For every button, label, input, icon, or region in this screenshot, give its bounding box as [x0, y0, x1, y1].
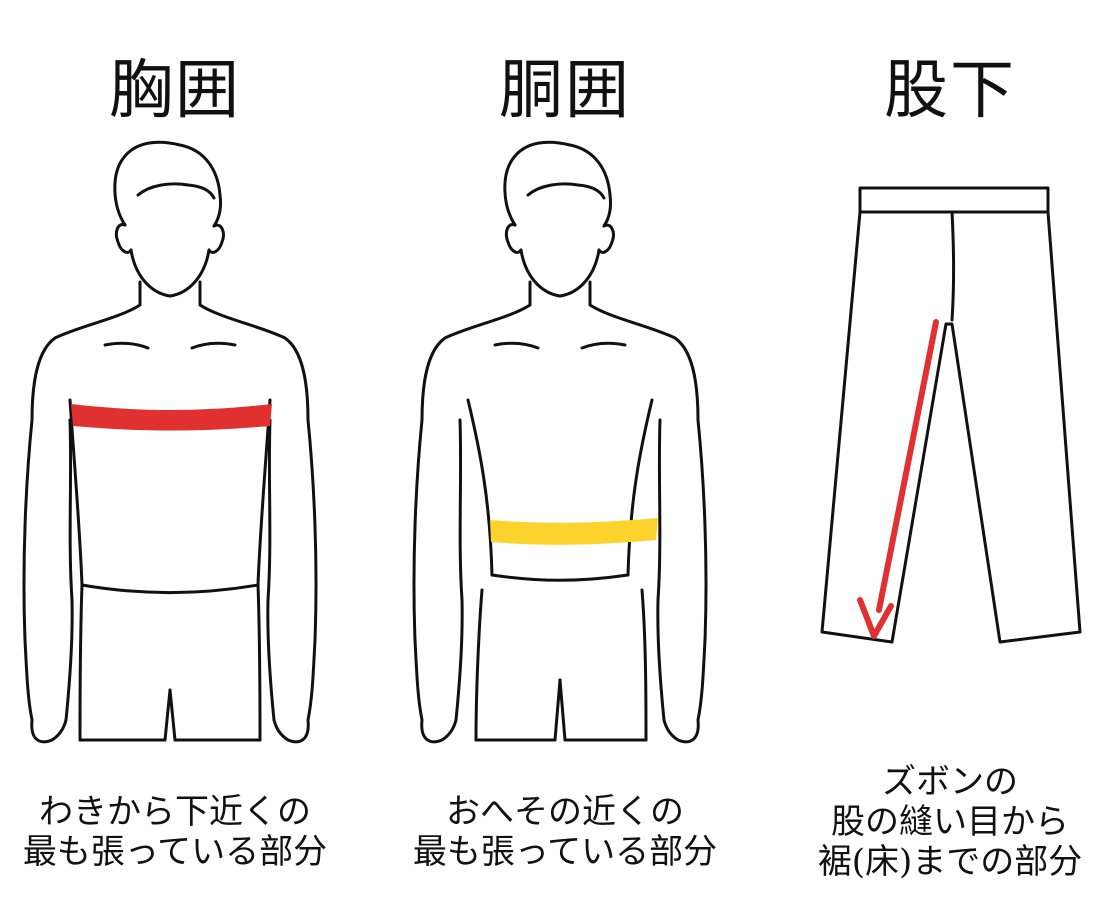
caption-line: わきから下近くの [39, 792, 311, 832]
waist-band [490, 518, 658, 545]
panel-chest: 胸囲 [0, 0, 350, 900]
inseam-arrow [857, 319, 939, 639]
figure-outline [412, 140, 708, 744]
panel-title: 胴囲 [499, 54, 631, 128]
panel-waist: 胴囲 お [390, 0, 740, 900]
caption-line: 股の縫い目から [831, 802, 1069, 842]
figure-outline [22, 140, 318, 744]
panel-inseam: 股下 ズボンの 股の縫い目から 裾(床)までの部分 [790, 0, 1110, 900]
panel-title: 股下 [884, 54, 1016, 128]
body-figure-chest [22, 140, 318, 744]
caption-line: ズボンの [882, 762, 1018, 802]
caption-line: 最も張っている部分 [412, 832, 718, 872]
caption-line: おへその近くの [446, 792, 684, 832]
panel-caption: ズボンの 股の縫い目から 裾(床)までの部分 [790, 762, 1110, 882]
panel-caption: おへその近くの 最も張っている部分 [390, 792, 740, 872]
pants-outline [820, 186, 1082, 644]
pants-figure [820, 186, 1082, 644]
panel-caption: わきから下近くの 最も張っている部分 [0, 792, 350, 872]
panel-title: 胸囲 [109, 54, 241, 128]
body-figure-waist [412, 140, 708, 744]
caption-line: 最も張っている部分 [22, 832, 328, 872]
caption-line: 裾(床)までの部分 [817, 842, 1083, 882]
chest-band [71, 404, 272, 431]
